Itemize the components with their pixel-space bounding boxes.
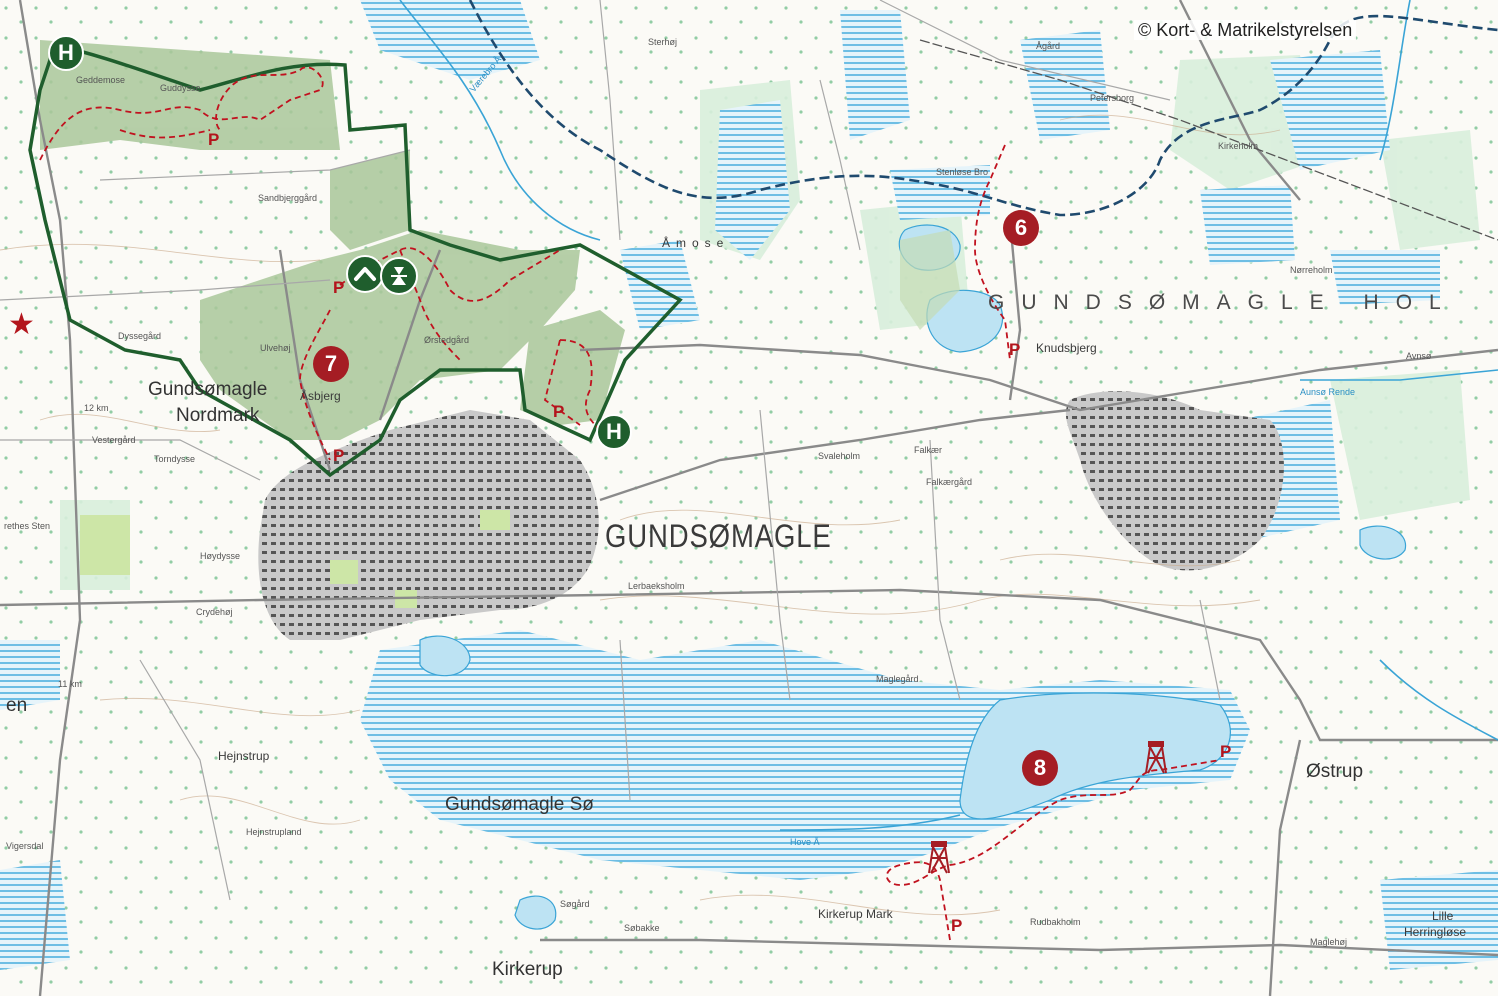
open-water <box>419 224 1407 930</box>
place-label-avnso: Avnsø <box>1406 351 1432 361</box>
place-label-sterhoj: Sterhøj <box>648 37 678 47</box>
place-label-petersborg: Petersborg <box>1090 93 1135 103</box>
place-label-maglehoj: Maglehøj <box>1310 937 1348 947</box>
place-label-amose: Åmose <box>662 236 730 250</box>
place-label-rudbakholm: Rudbakholm <box>1030 917 1081 927</box>
parking-marker-7[interactable]: P <box>951 916 963 935</box>
parking-marker-1[interactable]: P <box>208 130 220 149</box>
place-label-svaleholm: Svaleholm <box>818 451 861 461</box>
minor-roads <box>0 0 1221 901</box>
region-label: GUNDSØMAGLE HOL <box>988 291 1458 314</box>
route-marker-8[interactable]: 8 <box>1022 750 1058 786</box>
place-label-hejnstrup: Hejnstrup <box>218 749 270 763</box>
observation-tower-icon[interactable] <box>1144 740 1168 774</box>
place-label-norreholm: Nørreholm <box>1290 265 1333 275</box>
place-label-vestergard: Vestergård <box>92 435 136 445</box>
place-label-geddemose: Geddemose <box>76 75 126 85</box>
place-label-herringlose: Herringløse <box>1404 925 1467 939</box>
town-parks <box>80 510 510 608</box>
place-label-agard: Ågård <box>1036 41 1061 51</box>
parking-marker-3[interactable]: P <box>333 446 345 465</box>
copyright-notice: © Kort- & Matrikelstyrelsen <box>1134 20 1357 40</box>
campfire-icon[interactable] <box>380 257 418 295</box>
place-label-vigersdal: Vigersdal <box>6 841 44 851</box>
parking-marker-5[interactable]: P <box>1009 340 1021 359</box>
h-marker-northwest[interactable]: H <box>48 35 84 71</box>
place-label-orstedgard: Ørstedgård <box>424 335 470 345</box>
place-label-tornedysse: Torndysse <box>154 454 196 464</box>
place-label-guddysse: Guddysse <box>160 83 201 93</box>
place-label-dyssegard: Dyssegård <box>118 331 162 341</box>
place-label-rethes-sten: rethes Sten <box>4 521 51 531</box>
wetlands <box>0 0 1498 970</box>
municipal-boundary <box>468 0 1498 217</box>
place-label-falkaer: Falkær <box>914 445 943 455</box>
place-label-hoydysse: Høydysse <box>200 551 241 561</box>
place-label-hejnstrupland: Hejnstrupland <box>246 827 302 837</box>
shelter-icon[interactable] <box>346 255 384 293</box>
place-label-kirkerup: Kirkerup <box>492 959 563 980</box>
distance-label-12km: 12 km <box>84 403 109 413</box>
place-label-lerbaeksholm: Lerbaeksholm <box>628 581 685 591</box>
place-label-knudsbjerg: Knudsbjerg <box>1036 341 1097 355</box>
place-label-ostrup: Østrup <box>1306 761 1364 782</box>
contours <box>0 114 1281 916</box>
place-label-ulvehoj: Ulvehøj <box>260 343 291 353</box>
route-marker-7[interactable]: 7 <box>313 346 349 382</box>
star-icon[interactable]: ★ <box>8 307 35 342</box>
parking-marker-2[interactable]: P <box>333 278 345 297</box>
nature-area-boundary <box>28 42 683 478</box>
h-marker-east[interactable]: H <box>596 414 632 450</box>
place-label-stenlose-bro: Stenløse Bro <box>936 167 989 177</box>
town-label-gundsomagle: GUNDSØMAGLE <box>605 518 832 554</box>
route-marker-6[interactable]: 6 <box>1003 210 1039 246</box>
place-label-sobakke: Søbakke <box>624 923 660 933</box>
place-label-nordmark-1: Gundsømagle <box>148 379 268 400</box>
parking-marker-4[interactable]: P <box>553 402 565 421</box>
place-label-kirkeholm: Kirkeholm <box>1218 141 1259 151</box>
distance-label-11km: 11 km <box>58 679 82 689</box>
parking-marker-6[interactable]: P <box>1220 742 1232 761</box>
trails <box>39 66 1221 941</box>
place-label-en: en <box>6 695 28 716</box>
place-label-sandbjerggard: Sandbjerggård <box>258 193 318 203</box>
place-label-crydehoj: Crydehøj <box>196 607 233 617</box>
stream-label-aunso-rende: Aunsø Rende <box>1300 387 1356 397</box>
place-label-nordmark-2: Nordmark <box>176 405 260 426</box>
place-label-sogard: Søgård <box>560 899 590 909</box>
forest-areas-light <box>900 230 960 330</box>
place-label-maglegard: Maglegård <box>876 674 919 684</box>
observation-tower-icon[interactable] <box>927 840 951 874</box>
place-label-asbjerg: Åsbjerg <box>300 389 341 403</box>
place-label-lille: Lille <box>1432 909 1454 923</box>
railway <box>919 39 1498 241</box>
place-label-falkaergard: Falkærgård <box>926 477 973 487</box>
stream-label-hove-a: Hove Å <box>790 837 820 847</box>
lake-label: Gundsømagle Sø <box>445 794 594 815</box>
place-label-kirkerup-mark: Kirkerup Mark <box>818 907 893 921</box>
